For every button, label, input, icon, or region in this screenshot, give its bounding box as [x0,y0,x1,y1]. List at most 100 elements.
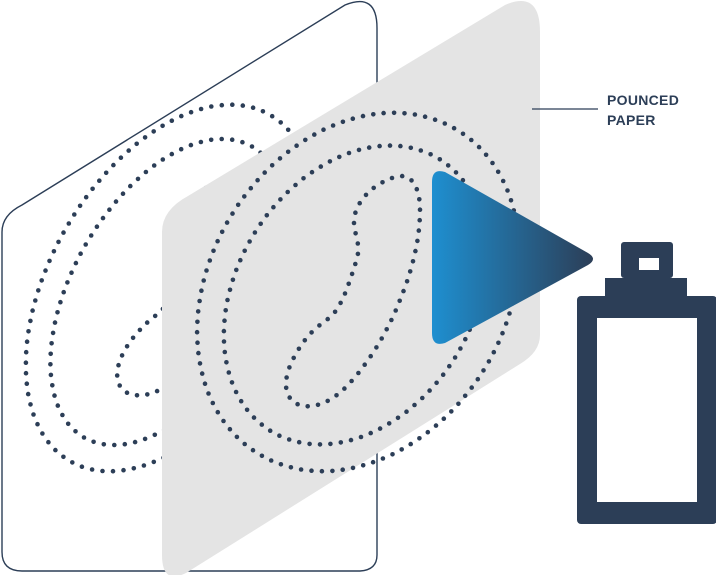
pounce-dot [476,144,482,150]
pounce-dot [278,462,284,467]
pounce-dot [225,297,230,303]
pounce-dot [309,330,314,335]
pounce-dot [61,289,66,295]
pounce-dot [89,467,95,472]
pounce-dot [486,359,492,364]
pounce-dot [453,170,459,175]
pounce-dot [355,251,361,257]
pounce-dot [204,268,209,273]
pounce-dot [113,199,119,204]
pounce-dot [386,421,392,426]
bottle-window [597,318,697,502]
pounce-dot [481,368,486,373]
pounce-dot [235,202,241,208]
pounce-dot [380,456,386,461]
pounce-dot [366,145,372,150]
pounce-dot [126,148,131,153]
pounce-dot [43,268,48,273]
pounce-dot [296,346,302,352]
pounce-dot [61,230,66,235]
pounce-dot [342,386,347,391]
pounce-dot [417,207,423,212]
pounce-dot [408,145,414,151]
pounce-dot [242,194,247,199]
pounce-dot [491,349,497,355]
pounce-dot [462,393,468,399]
pounce-dot [230,277,236,283]
pounce-dot [413,248,418,254]
pounce-dot [199,371,205,376]
pounce-dot [264,213,270,218]
pounce-dot [100,215,106,221]
pounce-dot [169,118,175,123]
pounce-dot [53,447,58,453]
pounce-dot [152,432,158,438]
pounce-dot [211,248,216,254]
pounce-dot [202,381,208,387]
pounce-dot [119,353,125,358]
pounce-dot [35,421,40,427]
pounce-dot [240,103,246,108]
pounce-dot [337,154,342,160]
pounce-dot [371,112,376,117]
pounce-dot [351,220,357,226]
pounce-dot [55,403,61,408]
pounce-dot [285,127,291,133]
pounce-dot [51,249,57,254]
pounce-dot [224,220,230,225]
pounce-dot [23,370,29,376]
pounce-dot [349,271,355,277]
pounce-dot [118,155,124,160]
pounce-dot [295,401,300,407]
pounce-dot [91,439,96,445]
pounce-dot [301,176,306,181]
pounce-dot [387,143,393,148]
pounce-dot [40,431,45,436]
pounce-dot [483,152,489,158]
pounce-dot [277,433,282,439]
pounce-dot [269,113,275,119]
pounce-dot [24,381,30,387]
pounce-dot [208,137,214,143]
pounce-dot [120,191,126,196]
pounce-dot [249,144,255,149]
pounce-dot [248,185,254,191]
pounce-dot [154,388,160,394]
pounce-dot [210,400,216,406]
pounce-dot [65,421,71,427]
pounce-dot [414,186,420,192]
pounce-dot [221,328,227,334]
pounce-dot [142,436,148,442]
pounce-dot [30,308,35,313]
pounce-dot [353,210,358,215]
bottle-nozzle [639,258,659,270]
pounce-dot [328,441,333,447]
pounce-dot [229,380,235,385]
pounce-dot [460,177,466,183]
pounce-dot [52,393,57,398]
pounce-dot [244,407,250,413]
pounce-dot [355,241,361,246]
pounce-dot [151,459,157,465]
pounce-dot [39,278,44,283]
pounce-dot [269,163,275,168]
pounce-dot [496,340,501,346]
pounce-dot [287,365,292,370]
pounced-paper-label-line1: POUNCED [607,92,679,108]
pounce-dot [500,330,505,336]
pounce-dot [234,267,239,273]
pounce-dot [399,447,405,452]
pounce-dot [124,344,130,349]
pounce-dot [416,228,422,233]
pounce-dot [334,393,339,398]
pounce-dot [437,157,443,162]
pounce-dot [449,409,454,414]
pounce-dot [332,309,338,315]
pounce-dot [23,360,29,366]
pounce-dot [349,378,354,384]
pounce-dot [48,372,54,378]
pounce-dot [353,231,358,236]
pounce-dot [197,361,203,366]
pounce-dot [490,160,495,166]
